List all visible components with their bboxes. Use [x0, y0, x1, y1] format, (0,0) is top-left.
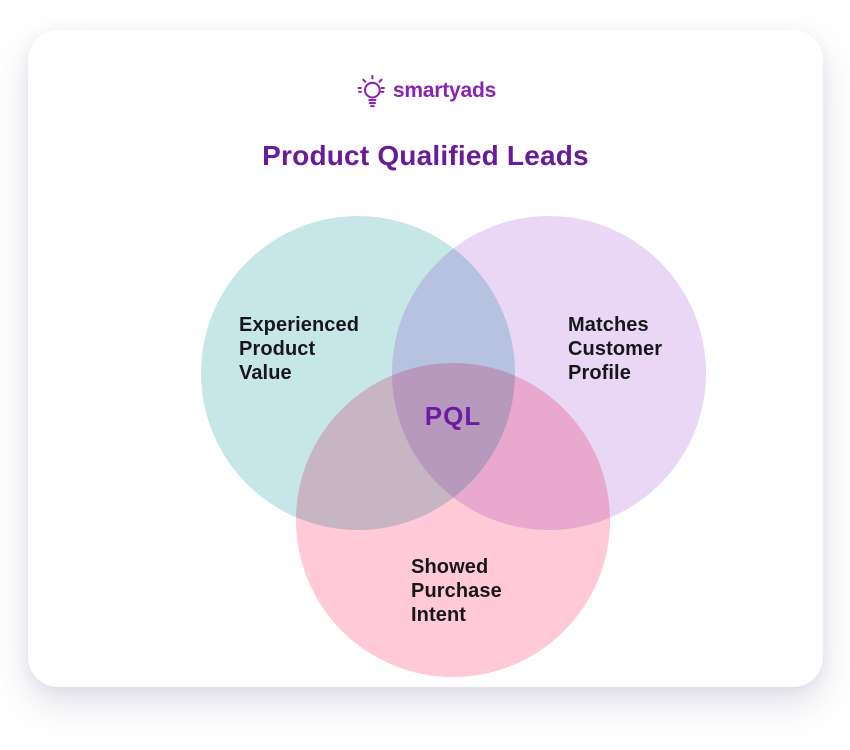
- diagram-card: smartyads Product Qualified Leads Experi…: [28, 30, 823, 687]
- page-title: Product Qualified Leads: [262, 140, 589, 171]
- center-label-pql: PQL: [424, 401, 482, 431]
- label-line: Value: [239, 362, 292, 384]
- circle-showed-purchase-intent: [296, 363, 610, 677]
- label-line: Profile: [568, 362, 631, 384]
- label-experienced-product-value: Experienced Product Value: [239, 313, 359, 385]
- brand-logo: smartyads: [28, 72, 823, 110]
- label-line: Showed: [411, 556, 489, 578]
- lightbulb-icon: [357, 74, 385, 108]
- label-line: Product: [239, 338, 316, 360]
- label-line: Matches: [568, 314, 649, 336]
- label-line: Intent: [411, 604, 467, 626]
- label-line: Purchase: [411, 580, 502, 602]
- brand-name: smartyads: [392, 79, 497, 102]
- venn-diagram: Experienced Product Value Matches Custom…: [28, 30, 850, 750]
- label-line: Customer: [568, 338, 663, 360]
- label-showed-purchase-intent: Showed Purchase Intent: [411, 555, 502, 627]
- page-background: smartyads Product Qualified Leads Experi…: [28, 30, 823, 687]
- label-line: Experienced: [239, 314, 360, 336]
- label-matches-customer-profile: Matches Customer Profile: [568, 313, 662, 385]
